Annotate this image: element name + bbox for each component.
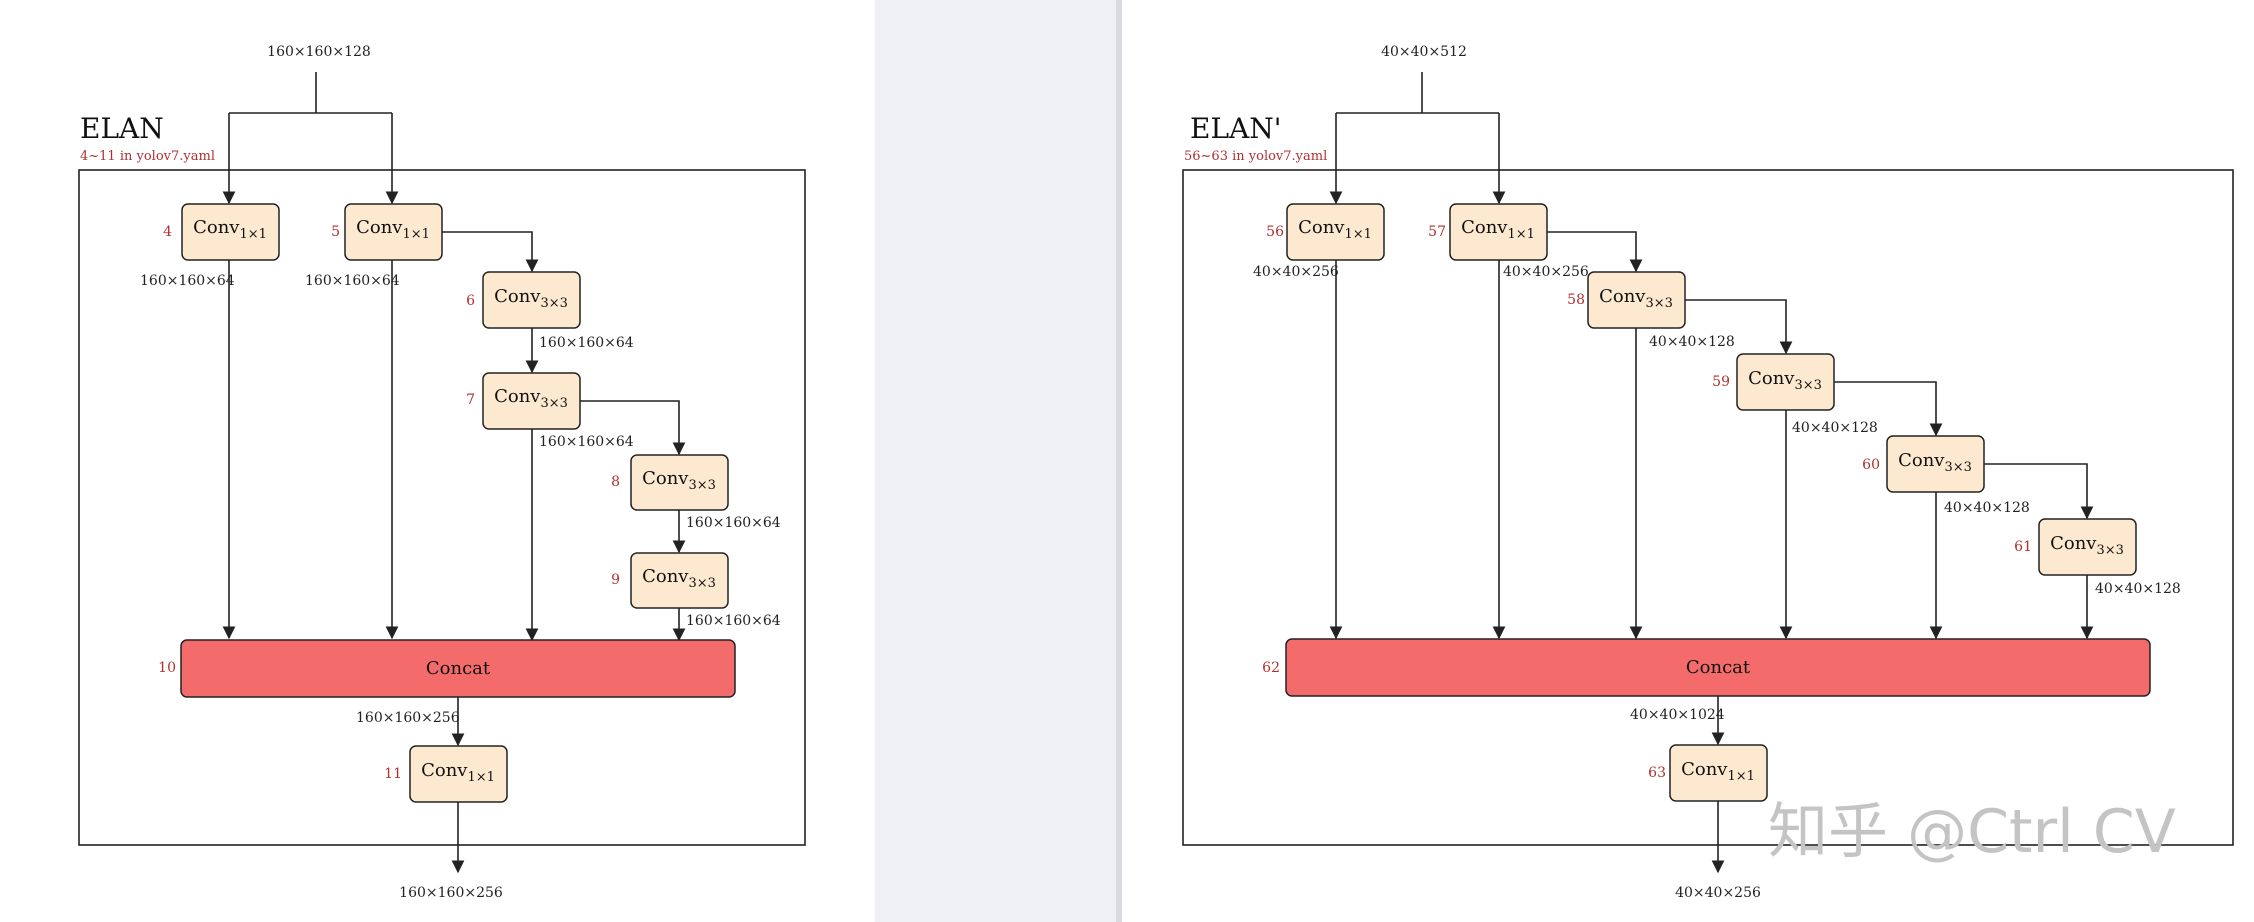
left-edge-7-8: [580, 400, 686, 456]
left-node-9-index: 9: [611, 572, 620, 588]
right-edge-57-58: [1547, 231, 1643, 273]
left-node-10-concat: [180, 639, 736, 698]
left-node-10-index: 10: [158, 660, 176, 676]
right-node-63-label: Conv1×1: [1681, 759, 1755, 784]
panel-divider: [1116, 0, 1122, 922]
right-concat-dim: 40×40×1024: [1630, 707, 1725, 723]
left-node-9-dim: 160×160×64: [686, 613, 781, 629]
left-node-5-dim: 160×160×64: [305, 273, 400, 289]
right-node-62-label: Concat: [1686, 657, 1751, 678]
left-node-6: [482, 271, 581, 329]
left-node-8-label: Conv3×3: [642, 468, 716, 493]
right-node-60-index: 60: [1862, 457, 1880, 473]
right-node-58-dim: 40×40×128: [1649, 334, 1735, 350]
right-node-61-dim: 40×40×128: [2095, 581, 2181, 597]
left-node-7: [482, 372, 581, 430]
left-node-5: [344, 203, 443, 261]
left-diagram: ELAN 4~11 in yolov7.yaml 160×160×128 Con…: [78, 44, 806, 901]
right-node-61-label: Conv3×3: [2050, 533, 2124, 558]
left-node-4-index: 4: [163, 224, 172, 240]
right-node-57-dim: 40×40×256: [1503, 264, 1589, 280]
right-node-58-label: Conv3×3: [1599, 286, 1673, 311]
left-node-9-label: Conv3×3: [642, 566, 716, 591]
left-node-7-label: Conv3×3: [494, 386, 568, 411]
left-node-11-index: 11: [384, 766, 402, 782]
right-input-dim: 40×40×512: [1381, 44, 1467, 60]
right-node-57-label: Conv1×1: [1461, 217, 1535, 242]
right-node-56-dim: 40×40×256: [1253, 264, 1339, 280]
right-node-57: [1449, 203, 1548, 261]
left-node-6-index: 6: [466, 293, 475, 309]
right-node-61-index: 61: [2014, 539, 2032, 555]
right-diagram: ELAN' 56~63 in yolov7.yaml 40×40×512 Con…: [1182, 44, 2234, 901]
right-node-59: [1736, 353, 1835, 411]
left-node-5-index: 5: [331, 224, 340, 240]
left-node-5-label: Conv1×1: [356, 217, 430, 242]
right-subtitle: 56~63 in yolov7.yaml: [1184, 149, 1327, 164]
right-input-edge: [1336, 72, 1499, 114]
left-node-6-dim: 160×160×64: [539, 335, 634, 351]
left-node-11: [409, 745, 508, 803]
right-edge-60-61: [1984, 463, 2094, 520]
left-node-4: [181, 203, 280, 261]
left-subtitle: 4~11 in yolov7.yaml: [80, 149, 215, 164]
right-node-60-label: Conv3×3: [1898, 450, 1972, 475]
watermark: 知乎 @Ctrl CV: [1768, 797, 2176, 867]
right-node-56-index: 56: [1266, 224, 1284, 240]
left-edge-5-6: [440, 231, 539, 273]
right-title: ELAN': [1190, 112, 1281, 145]
left-frame: [78, 169, 806, 846]
right-node-59-dim: 40×40×128: [1792, 420, 1878, 436]
right-node-58: [1587, 271, 1686, 329]
left-input-edge: [229, 72, 392, 114]
right-frame: [1182, 169, 2234, 846]
right-node-57-index: 57: [1428, 224, 1446, 240]
right-node-60-dim: 40×40×128: [1944, 500, 2030, 516]
left-node-6-label: Conv3×3: [494, 286, 568, 311]
right-node-60: [1886, 435, 1985, 493]
right-node-56-label: Conv1×1: [1298, 217, 1372, 242]
left-node-4-label: Conv1×1: [193, 217, 267, 242]
left-title: ELAN: [80, 112, 164, 145]
right-node-59-index: 59: [1712, 374, 1730, 390]
left-output-dim: 160×160×256: [399, 885, 503, 901]
right-edge-59-60: [1834, 381, 1943, 437]
left-node-9: [630, 552, 729, 609]
left-node-4-dim: 160×160×64: [140, 273, 235, 289]
right-node-62-index: 62: [1262, 660, 1280, 676]
left-node-8: [630, 454, 729, 511]
left-node-8-dim: 160×160×64: [686, 515, 781, 531]
left-input-dim: 160×160×128: [267, 44, 371, 60]
left-node-7-index: 7: [466, 392, 475, 408]
left-node-7-dim: 160×160×64: [539, 434, 634, 450]
right-node-59-label: Conv3×3: [1748, 368, 1822, 393]
right-node-58-index: 58: [1567, 292, 1585, 308]
right-node-61: [2038, 518, 2137, 576]
left-node-11-label: Conv1×1: [421, 760, 495, 785]
left-node-8-index: 8: [611, 474, 620, 490]
right-edge-58-59: [1684, 299, 1793, 355]
right-node-63-index: 63: [1648, 765, 1666, 781]
right-node-56: [1286, 203, 1385, 261]
left-concat-dim: 160×160×256: [356, 710, 460, 726]
right-output-dim: 40×40×256: [1675, 885, 1761, 901]
right-node-62-concat: [1285, 638, 2151, 697]
left-node-10-label: Concat: [426, 658, 491, 679]
right-node-63: [1669, 744, 1768, 802]
